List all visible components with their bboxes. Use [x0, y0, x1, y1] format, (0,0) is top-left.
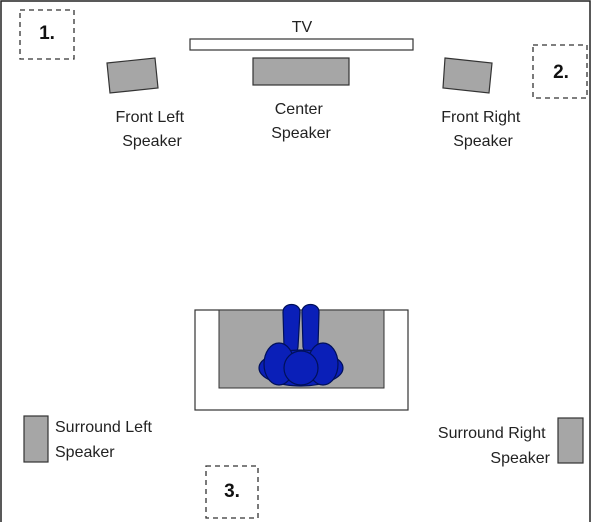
surround-right-speaker-label: Surround Right Speaker: [438, 425, 551, 467]
surround-left-speaker-label: Surround Left Speaker: [55, 419, 156, 461]
zone-1-box: [19, 9, 75, 60]
center-speaker: [252, 57, 350, 86]
zone-2-box: [532, 44, 588, 99]
listener-figure: [258, 303, 344, 387]
tv: [189, 38, 414, 51]
zone-3-box: [205, 465, 259, 519]
tv-label: TV: [292, 19, 313, 36]
surround-left-speaker: [23, 415, 49, 463]
front-left-speaker-label: Front Left Speaker: [116, 109, 189, 150]
front-right-speaker-label: Front Right Speaker: [441, 109, 525, 150]
zone-3-label: 3.: [224, 481, 240, 502]
front-right-speaker: [442, 57, 493, 94]
surround-right-speaker: [557, 417, 584, 464]
zone-2-label: 2.: [553, 62, 569, 83]
center-speaker-label: Center Speaker: [271, 101, 331, 142]
zone-1-label: 1.: [39, 23, 55, 44]
front-left-speaker: [106, 57, 159, 94]
